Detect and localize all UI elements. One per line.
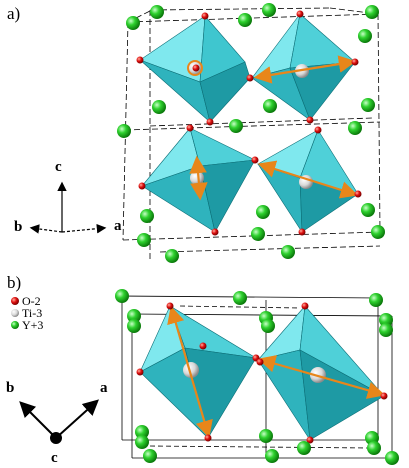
axis-label-b-b: b bbox=[6, 380, 14, 396]
yttrium-swatch bbox=[11, 321, 19, 329]
legend-item-oxygen: O-2 bbox=[11, 294, 41, 308]
distortion-arrows-a bbox=[189, 55, 359, 201]
legend-item-yttrium: Y+3 bbox=[11, 318, 43, 332]
yttrium-atoms-a bbox=[117, 3, 385, 263]
legend-label-oxygen: O-2 bbox=[22, 294, 41, 308]
oxygen-atoms-b bbox=[136, 302, 388, 444]
axis-label-a-b: a bbox=[100, 380, 108, 396]
legend-label-titanium: Ti-3 bbox=[22, 306, 42, 320]
legend: O-2 Ti-3 Y+3 bbox=[11, 294, 43, 332]
axis-label-b-a: b bbox=[14, 219, 22, 235]
c-axis-dot bbox=[50, 432, 62, 444]
axes-b: b a c bbox=[6, 380, 108, 466]
panel-b-structure bbox=[115, 289, 399, 465]
titanium-swatch bbox=[11, 309, 19, 317]
panel-label-b: b) bbox=[7, 273, 22, 292]
legend-item-titanium: Ti-3 bbox=[11, 306, 42, 320]
axes-a: c b a bbox=[14, 159, 122, 235]
axis-label-c-a: c bbox=[55, 159, 62, 175]
axis-label-c-b: c bbox=[51, 450, 58, 466]
panel-label-a: a) bbox=[7, 4, 21, 23]
yttrium-atoms-b bbox=[115, 289, 399, 465]
legend-label-yttrium: Y+3 bbox=[22, 318, 43, 332]
axis-label-a-a: a bbox=[114, 218, 122, 234]
oxygen-swatch bbox=[11, 297, 19, 305]
oxygen-atoms-a bbox=[136, 10, 362, 236]
distortion-arrows-b bbox=[167, 305, 386, 439]
panel-a-structure bbox=[117, 3, 385, 263]
